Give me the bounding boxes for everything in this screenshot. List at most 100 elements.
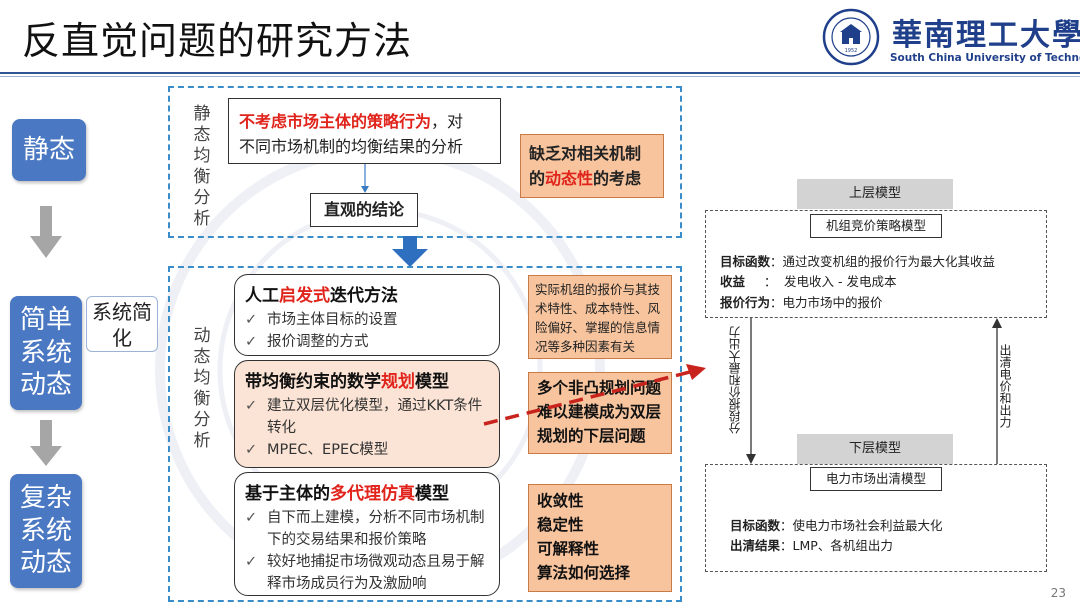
row-text: LMP、各机组出力: [792, 538, 893, 553]
row-label: 目标函数: [730, 518, 781, 533]
static-section: [168, 86, 682, 238]
big-down-arrow-icon: [392, 236, 428, 267]
university-name-en: South China University of Technology: [890, 52, 1080, 64]
lack-highlight: 动态性: [545, 169, 594, 188]
list-item: 收益 ： 发电收入 - 发电成本: [720, 272, 995, 292]
lack-line-2a: 的: [529, 169, 546, 188]
conclusion-box: 直观的结论: [310, 193, 418, 227]
row-sep: ：: [780, 538, 793, 553]
method2-title-highlight: 规划: [381, 372, 415, 392]
check-icon: ✓: [245, 510, 258, 526]
check-icon: ✓: [245, 442, 258, 458]
static-text-1: ，对: [431, 112, 464, 131]
method3-title-highlight: 多代理仿真: [330, 484, 415, 504]
method2-note-line: 难以建模成为双层: [537, 403, 662, 421]
method-agent-card: 基于主体的多代理仿真模型 ✓ 自下而上建模，分析不同市场机制下的交易结果和报价策略…: [234, 472, 500, 596]
list-item: ✓ 建立双层优化模型，通过KKT条件转化: [245, 395, 489, 439]
method3-note-line: 算法如何选择: [537, 564, 631, 582]
list-item: ✓ 自下而上建模，分析不同市场机制下的交易结果和报价策略: [245, 507, 489, 551]
method2-title-b: 模型: [415, 372, 449, 392]
row-text: 电力市场中的报价: [782, 295, 883, 310]
right-arrow-label: 出清电价和出力: [998, 344, 1012, 428]
check-icon: ✓: [245, 312, 258, 328]
dynamic-section: [168, 266, 682, 602]
lower-model-box: [705, 464, 1047, 572]
page-title: 反直觉问题的研究方法: [22, 19, 413, 63]
row-text: 发电收入 - 发电成本: [784, 274, 897, 289]
stage-static: 静态: [12, 119, 86, 181]
stage-complex-dynamic: 复杂系统动态: [10, 474, 82, 588]
static-text-2: 不同市场机制的均衡结果的分析: [239, 137, 464, 156]
svg-text:1952: 1952: [845, 48, 858, 54]
row-sep: ：: [770, 254, 783, 269]
header-divider-thin: [0, 76, 1080, 77]
university-name-cn: 華南理工大學: [892, 18, 1080, 53]
red-dashed-arrow-icon: [483, 364, 706, 426]
dynamic-vertical-label: 动态均衡分析: [193, 326, 211, 451]
row-text: 通过改变机组的报价行为最大化其收益: [782, 254, 996, 269]
upper-model-tab: 上层模型: [797, 179, 953, 209]
bullet-text: 较好地捕捉市场微观动态且易于解释市场成员行为及激励响: [267, 554, 485, 592]
method1-title-highlight: 启发式: [279, 286, 330, 306]
method-heuristic-card: 人工启发式迭代方法 ✓ 市场主体目标的设置 ✓报价调整的方式: [234, 274, 500, 356]
method2-note-line: 多个非凸规划问题: [537, 379, 662, 397]
down-arrow-icon: [30, 206, 62, 258]
bullet-text: MPEC、EPEC模型: [267, 442, 389, 458]
list-item: 目标函数：使电力市场社会利益最大化: [730, 516, 943, 536]
arrow-up-icon: [992, 318, 1002, 464]
bullet-text: 自下而上建模，分析不同市场机制下的交易结果和报价策略: [267, 510, 485, 548]
method2-title-a: 带均衡约束的数学: [245, 372, 381, 392]
upper-model-name: 机组竞价策略模型: [810, 214, 942, 238]
list-item: ✓ MPEC、EPEC模型: [245, 439, 489, 461]
method3-note-line: 可解释性: [537, 540, 600, 558]
upper-model-box: [705, 210, 1047, 318]
row-text: 使电力市场社会利益最大化: [792, 518, 943, 533]
list-item: 报价行为：电力市场中的报价: [720, 292, 995, 314]
bullet-text: 市场主体目标的设置: [267, 312, 398, 328]
method2-note: 多个非凸规划问题 难以建模成为双层 规划的下层问题: [528, 372, 672, 454]
down-arrow-icon: [30, 420, 62, 466]
static-vertical-label: 静态均衡分析: [193, 104, 211, 229]
method1-note-text: 实际机组的报价与其技术特性、成本特性、风险偏好、掌握的信息情况等多种因素有关: [535, 282, 661, 354]
method2-note-line: 规划的下层问题: [537, 427, 646, 445]
row-sep: ：: [780, 518, 793, 533]
header-divider: [0, 72, 1080, 74]
row-sep: ：: [764, 274, 777, 289]
method1-title-a: 人工: [245, 286, 279, 306]
arrow-down-small-icon: [361, 164, 369, 193]
lower-model-details: 目标函数：使电力市场社会利益最大化 出清结果：LMP、各机组出力: [730, 516, 943, 556]
list-item: 出清结果：LMP、各机组出力: [730, 536, 943, 556]
list-item: ✓报价调整的方式: [245, 331, 489, 353]
method3-note: 收敛性 稳定性 可解释性 算法如何选择: [528, 484, 672, 592]
method3-title-b: 模型: [415, 484, 449, 504]
row-label: 报价行为: [720, 295, 771, 310]
method1-note: 实际机组的报价与其技术特性、成本特性、风险偏好、掌握的信息情况等多种因素有关: [528, 275, 672, 359]
page-number: 23: [1050, 586, 1066, 600]
method1-title-b: 迭代方法: [330, 286, 398, 306]
lower-model-tab: 下层模型: [797, 434, 953, 464]
arrow-down-icon: [746, 318, 756, 464]
row-label: 出清结果: [730, 538, 781, 553]
method3-title-a: 基于主体的: [245, 484, 330, 504]
lack-dynamic-box: 缺乏对相关机制 的动态性的考虑: [520, 134, 664, 198]
row-label: 收益: [720, 274, 746, 289]
check-icon: ✓: [245, 398, 258, 414]
upper-model-details: 目标函数：通过改变机组的报价行为最大化其收益 收益：发电收入 - 发电成本 报价…: [720, 252, 995, 314]
static-highlight: 不考虑市场主体的策略行为: [239, 112, 432, 131]
static-description-box: 不考虑市场主体的策略行为，对 不同市场机制的均衡结果的分析: [228, 98, 501, 164]
row-sep: ：: [770, 295, 783, 310]
bullet-text: 报价调整的方式: [267, 334, 369, 350]
university-seal-icon: 1952: [822, 8, 880, 66]
method-bilevel-card: 带均衡约束的数学规划模型 ✓ 建立双层优化模型，通过KKT条件转化 ✓ MPEC、E…: [234, 360, 500, 468]
bullet-text: 建立双层优化模型，通过KKT条件转化: [267, 398, 483, 436]
lack-line-1: 缺乏对相关机制: [529, 144, 642, 163]
check-icon: ✓: [245, 554, 258, 570]
list-item: 目标函数：通过改变机组的报价行为最大化其收益: [720, 252, 995, 272]
method3-note-line: 稳定性: [537, 516, 584, 534]
row-label: 目标函数: [720, 254, 771, 269]
system-simplify-label: 系统简化: [86, 296, 158, 352]
lower-model-name: 电力市场出清模型: [810, 467, 942, 491]
list-item: ✓ 市场主体目标的设置: [245, 309, 489, 331]
method3-note-line: 收敛性: [537, 492, 584, 510]
stage-simple-dynamic: 简单系统动态: [10, 296, 82, 410]
